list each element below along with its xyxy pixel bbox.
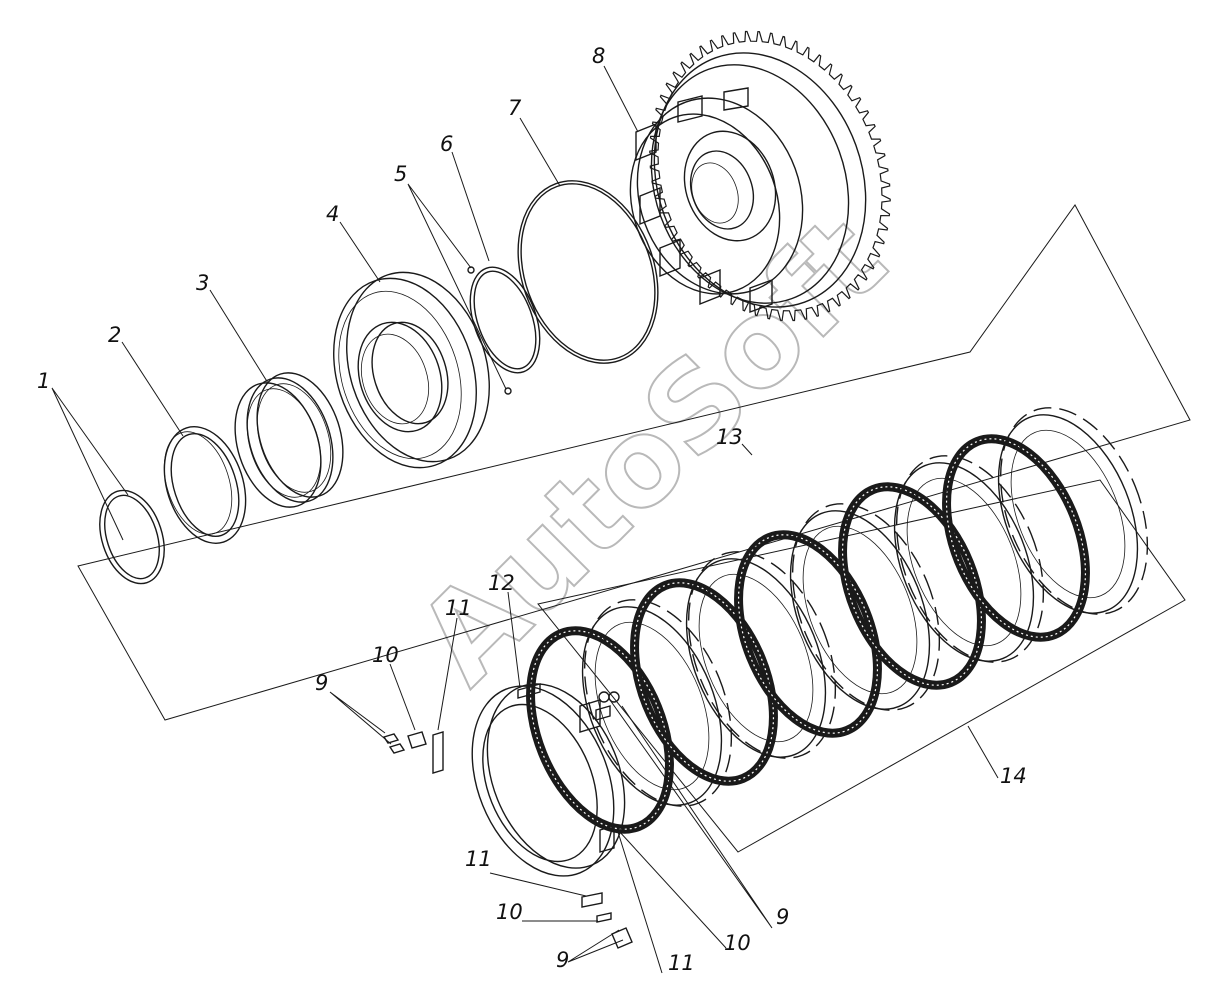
callout-12: 12 bbox=[488, 571, 515, 595]
steel-plate-tabs bbox=[791, 503, 941, 711]
steel-plate bbox=[789, 510, 931, 710]
steel-plate bbox=[685, 558, 827, 758]
steel-plate bbox=[997, 414, 1139, 614]
friction-disc-grooves bbox=[529, 630, 671, 830]
callout-10b: 10 bbox=[496, 900, 523, 924]
leader-lines bbox=[51, 65, 1191, 974]
clutch-pack bbox=[526, 407, 1149, 834]
callout-13: 13 bbox=[716, 425, 743, 449]
callout-6: 6 bbox=[440, 132, 453, 156]
steel-plate bbox=[893, 462, 1035, 662]
part-2-ring bbox=[163, 426, 247, 544]
callout-9a: 9 bbox=[315, 671, 328, 695]
callout-10a: 10 bbox=[372, 643, 399, 667]
steel-plate-tabs bbox=[999, 407, 1149, 615]
steel-plate-inner-edge bbox=[906, 477, 1022, 647]
callout-11c: 11 bbox=[668, 951, 695, 975]
steel-plate-inner-edge bbox=[1010, 429, 1126, 599]
callout-11b: 11 bbox=[465, 847, 492, 871]
steel-plate-tabs bbox=[895, 455, 1045, 663]
part-6-seal-ring bbox=[469, 266, 541, 374]
friction-disc-grooves bbox=[841, 486, 983, 686]
callout-9c: 9 bbox=[776, 905, 789, 929]
part-1-snap-ring bbox=[99, 489, 165, 585]
callout-10c: 10 bbox=[724, 931, 751, 955]
part-4-piston bbox=[333, 271, 490, 469]
part-3-spring bbox=[234, 372, 344, 508]
part-8-clutch-drum bbox=[629, 30, 891, 322]
fasteners-on-plate bbox=[595, 691, 620, 721]
callout-5: 5 bbox=[394, 162, 407, 186]
callout-4: 4 bbox=[326, 202, 339, 226]
steel-plate-inner-edge bbox=[802, 525, 918, 695]
friction-disc-grooves bbox=[633, 582, 775, 782]
friction-disc-grooves bbox=[737, 534, 879, 734]
steel-plate bbox=[581, 606, 723, 806]
part-5-seals bbox=[467, 266, 512, 395]
callout-11a: 11 bbox=[445, 596, 472, 620]
steel-plate-tabs bbox=[687, 551, 837, 759]
callout-1: 1 bbox=[37, 369, 50, 393]
fasteners-left bbox=[382, 731, 444, 774]
callout-3: 3 bbox=[196, 271, 209, 295]
callout-2: 2 bbox=[108, 323, 121, 347]
part-12-pressure-plate bbox=[471, 683, 626, 877]
steel-plate-inner-edge bbox=[698, 573, 814, 743]
friction-disc-grooves bbox=[945, 438, 1087, 638]
callout-8: 8 bbox=[592, 44, 605, 68]
callout-14: 14 bbox=[1000, 764, 1027, 788]
steel-plate-inner-edge bbox=[594, 621, 710, 791]
callouts: 1 2 3 4 5 6 7 8 9 10 11 12 13 14 11 10 9… bbox=[37, 44, 1027, 975]
callout-9b: 9 bbox=[556, 948, 569, 972]
callout-7: 7 bbox=[508, 96, 522, 120]
